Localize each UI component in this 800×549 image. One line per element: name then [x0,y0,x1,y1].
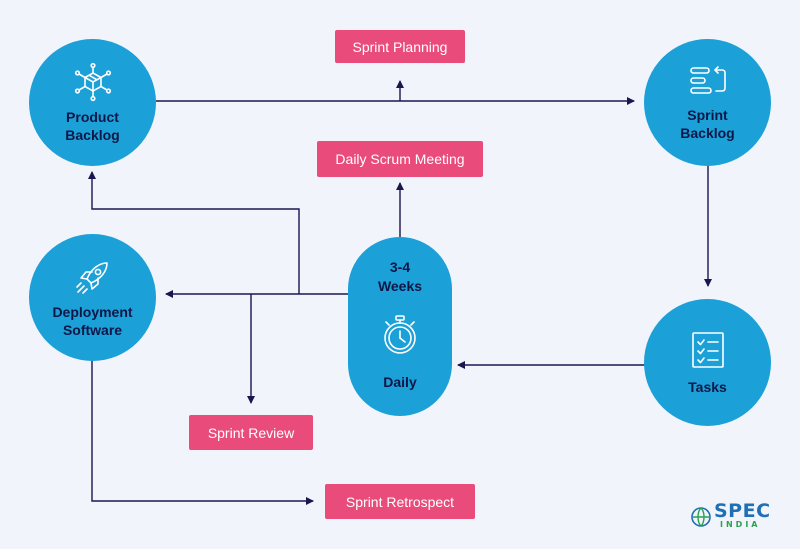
arrow-to-product-backlog [88,171,300,294]
product-backlog-node: Product Backlog [29,39,156,166]
sprint-timebox-node: 3-4 Weeks Daily [348,237,452,416]
daily-scrum-meeting-tag: Daily Scrum Meeting [317,141,483,177]
deployment-software-label: Deployment Software [52,303,133,338]
logo-name: SPEC [714,500,771,522]
globe-logo-icon [691,507,711,527]
logo-subtitle: INDIA [720,520,761,529]
sprint-planning-tag: Sprint Planning [335,30,465,63]
sprint-backlog-label: Sprint Backlog [680,106,735,141]
rocket-icon [75,261,108,294]
product-backlog-label: Product Backlog [65,108,120,143]
tasks-label: Tasks [688,378,727,395]
deployment-software-node: Deployment Software [29,234,156,361]
arrow-to-sprint-retrospect [91,356,314,505]
sprint-list-icon [689,65,726,94]
cube-network-icon [74,62,111,101]
tasks-node: Tasks [644,299,771,426]
sprint-retrospect-tag: Sprint Retrospect [325,484,475,519]
checklist-icon [691,331,724,368]
sprint-review-tag: Sprint Review [189,415,313,450]
stopwatch-icon [384,315,416,354]
spec-india-logo: SPEC INDIA [690,500,770,534]
timebox-daily-label: Daily [383,374,417,390]
sprint-backlog-node: Sprint Backlog [644,39,771,166]
timebox-weeks-label: 3-4 Weeks [377,259,423,294]
